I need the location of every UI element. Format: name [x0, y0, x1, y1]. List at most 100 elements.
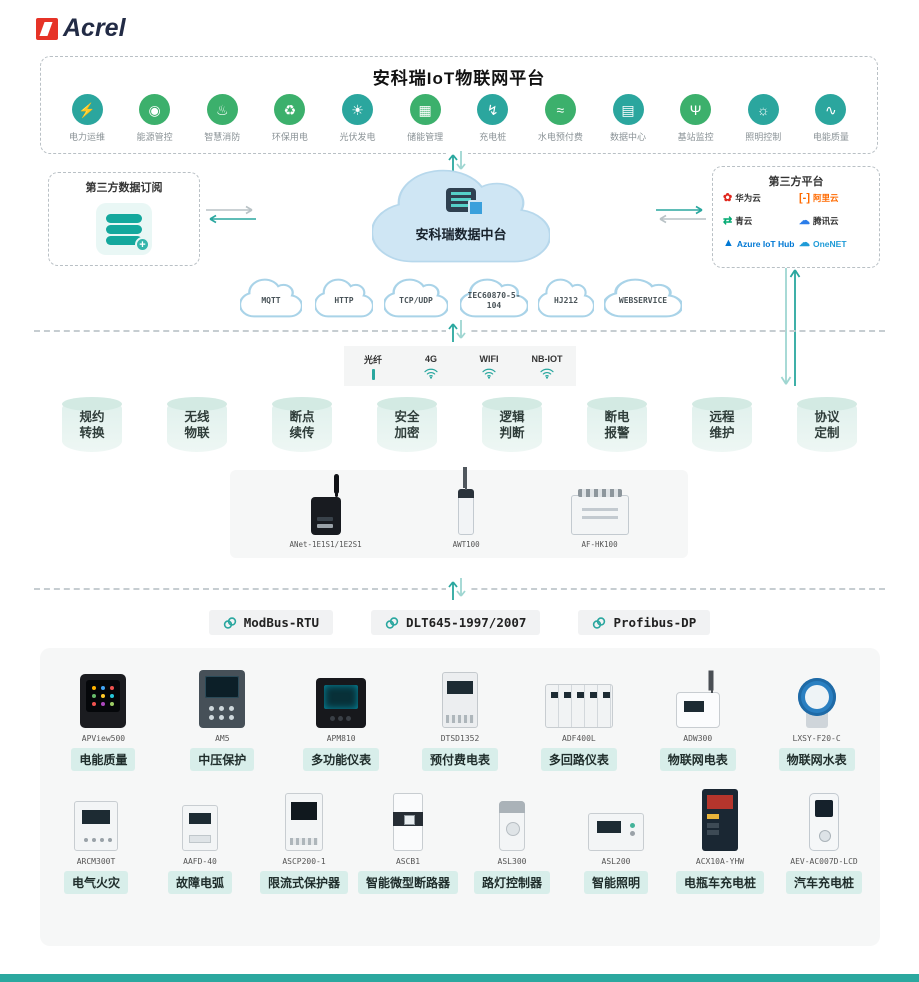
protocol-label: TCP/UDP — [399, 296, 433, 305]
protocol-label: WEBSERVICE — [618, 296, 668, 305]
wifi-icon — [482, 368, 496, 379]
dtsd1352-image — [442, 672, 478, 728]
app-glyph: ☼ — [756, 101, 770, 118]
feature-label: 规约转换 — [79, 409, 105, 440]
product-model: AAFD-40 — [183, 857, 217, 866]
app-item: ≈ 水电预付费 — [528, 94, 592, 143]
feature-label: 协议定制 — [814, 409, 840, 440]
feature-label: 远程维护 — [709, 409, 735, 440]
product-tag: 多回路仪表 — [540, 748, 617, 771]
adf400l-image — [544, 684, 613, 728]
product-model: ACX10A-YHW — [695, 857, 745, 866]
conn-label: 4G — [424, 353, 437, 364]
prepaid-icon: ≈ — [544, 94, 576, 125]
fire-safety-icon: ♨ — [206, 94, 238, 125]
gateway-item: AWT100 — [452, 471, 480, 549]
bus-protocol-chip: ModBus-RTU — [208, 610, 334, 635]
app-glyph: ≈ — [556, 101, 565, 118]
updown-arrow-icon — [446, 575, 468, 603]
protocol-cloud: IEC60870-5-104 — [460, 277, 528, 319]
protocol-label: HJ212 — [553, 296, 579, 305]
thirdparty-section: 第三方平台 ✿华为云 [-]阿里云 ⇄青云 ☁腾讯云 ▲Azure IoT Hu… — [712, 166, 880, 268]
am5-image — [199, 670, 246, 728]
bus-protocol-chip: DLT645-1997/2007 — [371, 610, 541, 635]
gateway-model: ANet-1E1S1/1E2S1 — [289, 540, 362, 549]
plus-icon: + — [135, 236, 150, 252]
4g-item: 4G — [402, 346, 460, 386]
app-item: ☼ 照明控制 — [731, 94, 795, 143]
platform-section: 安科瑞IoT物联网平台 ⚡电力运维 ◉能源管控 ♨ 智慧消防 ♻环保用电 ☀光伏发… — [40, 56, 878, 154]
acrel-logo: Acrel — [36, 14, 126, 43]
onenet-logo: ☁OneNET — [799, 237, 847, 249]
feature-cylinder: 断电报警 — [587, 397, 647, 452]
azure-iot-hub-logo: ▲Azure IoT Hub — [723, 237, 795, 249]
fiber-icon — [371, 368, 375, 380]
product-model: ADW300 — [683, 734, 713, 743]
protocol-cloud: HJ212 — [538, 277, 594, 319]
product-model: ASL200 — [601, 857, 631, 866]
conn-label: NB-IOT — [531, 353, 563, 364]
app-glyph: Ψ — [689, 101, 702, 118]
wifi-icon — [540, 368, 554, 379]
app-item: ▤数据中心 — [596, 94, 660, 143]
app-item: ⚡电力运维 — [55, 94, 119, 143]
app-glyph: ▦ — [418, 101, 432, 118]
wifi-icon — [424, 368, 438, 379]
app-label: 电力运维 — [68, 132, 105, 142]
charging-pile-icon: ↯ — [477, 94, 509, 125]
app-label: 照明控制 — [745, 132, 782, 142]
acrel-logo-icon — [36, 17, 58, 40]
awt100-gateway-image — [458, 471, 475, 535]
cloud-vendor-icon: ⇄ — [723, 214, 733, 227]
platform-title: 安科瑞IoT物联网平台 — [372, 69, 546, 88]
app-item: ♻环保用电 — [258, 94, 322, 143]
bus-protocols-row: ModBus-RTU DLT645-1997/2007 Profibus-DP — [0, 610, 919, 635]
data-hub: 安科瑞数据中台 — [372, 164, 550, 268]
app-glyph: ▤ — [621, 101, 635, 118]
bus-protocol-label: ModBus-RTU — [243, 615, 320, 630]
app-item: ∿电能质量 — [799, 94, 863, 143]
apm810-image — [316, 678, 367, 728]
leftright-arrow-icon — [206, 205, 256, 224]
data-hub-label: 安科瑞数据中台 — [415, 227, 507, 242]
app-label: 智慧消防 — [204, 132, 241, 142]
product-item: AM5 中压保护 — [163, 664, 282, 771]
product-tag: 智能照明 — [583, 871, 648, 894]
cloud-vendor-icon: ✿ — [723, 191, 733, 204]
app-label: 水电预付费 — [537, 132, 583, 142]
product-model: ARCM300T — [76, 857, 116, 866]
product-tag: 电瓶车充电桩 — [675, 871, 764, 894]
gateway-item: AF-HK100 — [570, 485, 629, 549]
product-tag: 电能质量 — [71, 748, 136, 771]
leftright-arrow-icon — [656, 205, 706, 224]
protocol-cloud: WEBSERVICE — [604, 277, 682, 319]
database-icon: + — [96, 203, 152, 255]
subscription-section: 第三方数据订阅 + — [48, 172, 200, 266]
adw300-image — [675, 676, 720, 728]
gateway-model: AF-HK100 — [581, 540, 618, 549]
tencent-cloud-logo: ☁腾讯云 — [799, 214, 839, 227]
gateway-model: AWT100 — [452, 540, 480, 549]
gateway-section: ANet-1E1S1/1E2S1 AWT100 AF-HK100 — [230, 470, 688, 558]
conn-label: 光纤 — [363, 354, 382, 365]
nbiot-item: NB-IOT — [518, 346, 576, 386]
feature-cylinder: 无线物联 — [167, 397, 227, 452]
power-quality-icon: ∿ — [815, 94, 847, 125]
app-item: ◉能源管控 — [123, 94, 187, 143]
gateway-item: ANet-1E1S1/1E2S1 — [289, 479, 362, 549]
cloud-vendor-icon: ☁ — [799, 237, 810, 249]
app-item: ♨ 智慧消防 — [190, 94, 254, 143]
lighting-icon: ☼ — [747, 94, 779, 125]
product-tag: 中压保护 — [190, 748, 255, 771]
link-icon — [593, 616, 606, 629]
product-model: AM5 — [215, 734, 230, 743]
product-model: LXSY-F20-C — [792, 734, 841, 743]
app-item: ☀光伏发电 — [326, 94, 390, 143]
